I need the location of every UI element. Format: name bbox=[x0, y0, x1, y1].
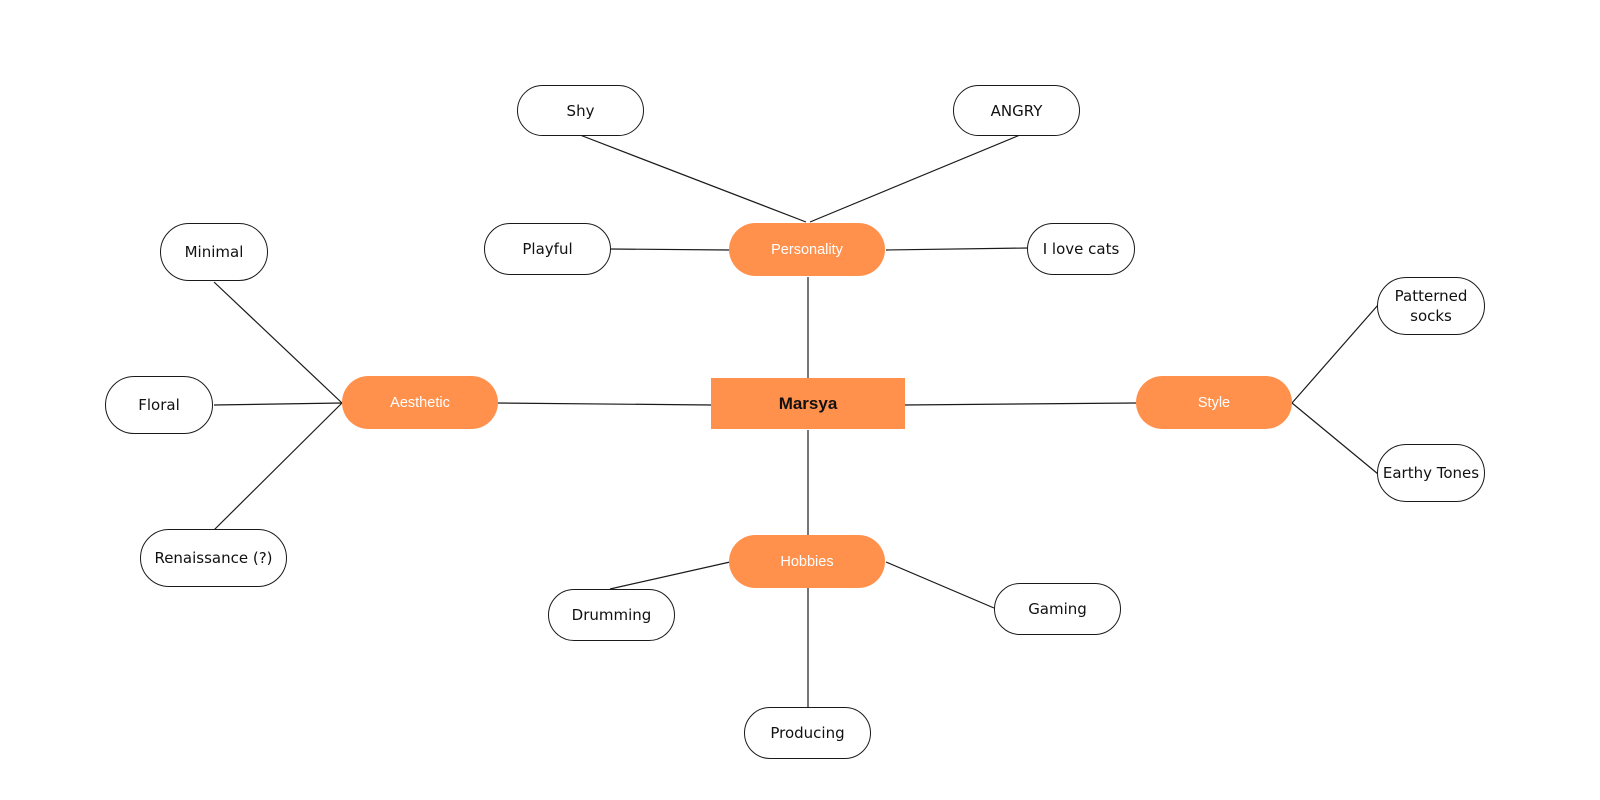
branch-style[interactable]: Style bbox=[1136, 376, 1292, 429]
edge-personality-playful bbox=[609, 248, 731, 251]
edge-central-aesthetic bbox=[497, 402, 713, 406]
branch-hobbies[interactable]: Hobbies bbox=[729, 535, 885, 588]
edge-style-earthy bbox=[1291, 402, 1379, 475]
leaf-gaming[interactable]: Gaming bbox=[994, 583, 1121, 635]
edge-aesthetic-minimal bbox=[213, 281, 343, 404]
edge-personality-shy bbox=[579, 134, 807, 223]
edge-central-style bbox=[903, 402, 1137, 406]
edge-hobbies-gaming bbox=[885, 561, 995, 609]
branch-aesthetic[interactable]: Aesthetic bbox=[342, 376, 498, 429]
leaf-floral[interactable]: Floral bbox=[105, 376, 213, 434]
leaf-earthy-tones[interactable]: Earthy Tones bbox=[1377, 444, 1485, 502]
edge-personality-angry bbox=[809, 134, 1021, 223]
edge-aesthetic-floral bbox=[213, 402, 343, 406]
leaf-angry[interactable]: ANGRY bbox=[953, 85, 1080, 136]
leaf-minimal[interactable]: Minimal bbox=[160, 223, 268, 281]
edge-aesthetic-renaissance bbox=[213, 402, 343, 531]
leaf-patterned-socks[interactable]: Patterned socks bbox=[1377, 277, 1485, 335]
edge-style-socks bbox=[1291, 304, 1379, 404]
branch-personality[interactable]: Personality bbox=[729, 223, 885, 276]
edge-personality-lovecats bbox=[885, 247, 1029, 251]
leaf-i-love-cats[interactable]: I love cats bbox=[1027, 223, 1135, 275]
leaf-producing[interactable]: Producing bbox=[744, 707, 871, 759]
leaf-drumming[interactable]: Drumming bbox=[548, 589, 675, 641]
edge-hobbies-drumming bbox=[609, 561, 731, 590]
leaf-playful[interactable]: Playful bbox=[484, 223, 611, 275]
central-node[interactable]: Marsya bbox=[711, 378, 905, 429]
leaf-renaissance[interactable]: Renaissance (?) bbox=[140, 529, 287, 587]
leaf-shy[interactable]: Shy bbox=[517, 85, 644, 136]
